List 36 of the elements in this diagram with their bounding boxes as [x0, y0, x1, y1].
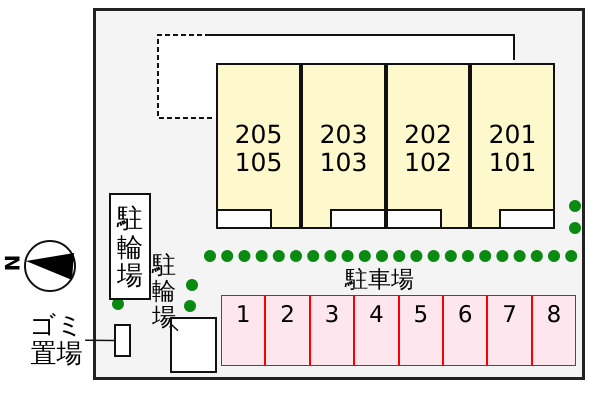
- garbage-bin-box: [114, 324, 131, 357]
- apartment-unit: [386, 63, 470, 229]
- parking-space: [532, 295, 576, 366]
- room-number: 201: [488, 121, 536, 149]
- leader-line: [170, 322, 178, 332]
- room-number: 102: [404, 149, 452, 177]
- leader-line: [85, 340, 114, 342]
- space-number: 4: [369, 302, 384, 328]
- parking-space: [221, 295, 266, 366]
- space-number: 7: [502, 302, 517, 328]
- room-number: 101: [488, 149, 536, 177]
- parking-space: [310, 295, 354, 366]
- room-number: 202: [404, 121, 452, 149]
- parking-space: [487, 295, 532, 366]
- space-number: 5: [413, 302, 428, 328]
- room-number: 203: [320, 121, 368, 149]
- space-number: 1: [236, 302, 251, 328]
- apartment-unit: [470, 63, 555, 229]
- apartment-unit: [216, 63, 301, 229]
- room-number: 105: [234, 149, 282, 177]
- parking-space: [398, 295, 443, 366]
- north-label: N: [0, 254, 24, 272]
- room-number: 205: [234, 121, 282, 149]
- room-number: 103: [320, 149, 368, 177]
- space-number: 8: [546, 302, 562, 328]
- parking-space: [443, 295, 488, 366]
- apartment-unit: [301, 63, 386, 229]
- area-name: ゴミ置場: [28, 312, 85, 368]
- parking-space: [354, 295, 399, 366]
- area-name: 駐輪場: [117, 205, 143, 294]
- space-number: 6: [458, 302, 473, 328]
- bicycle-parking-box: [109, 193, 151, 300]
- space-number: 3: [324, 302, 340, 328]
- space-number: 2: [280, 302, 295, 328]
- area-label: 駐車場: [345, 266, 414, 295]
- parking-space: [265, 295, 310, 366]
